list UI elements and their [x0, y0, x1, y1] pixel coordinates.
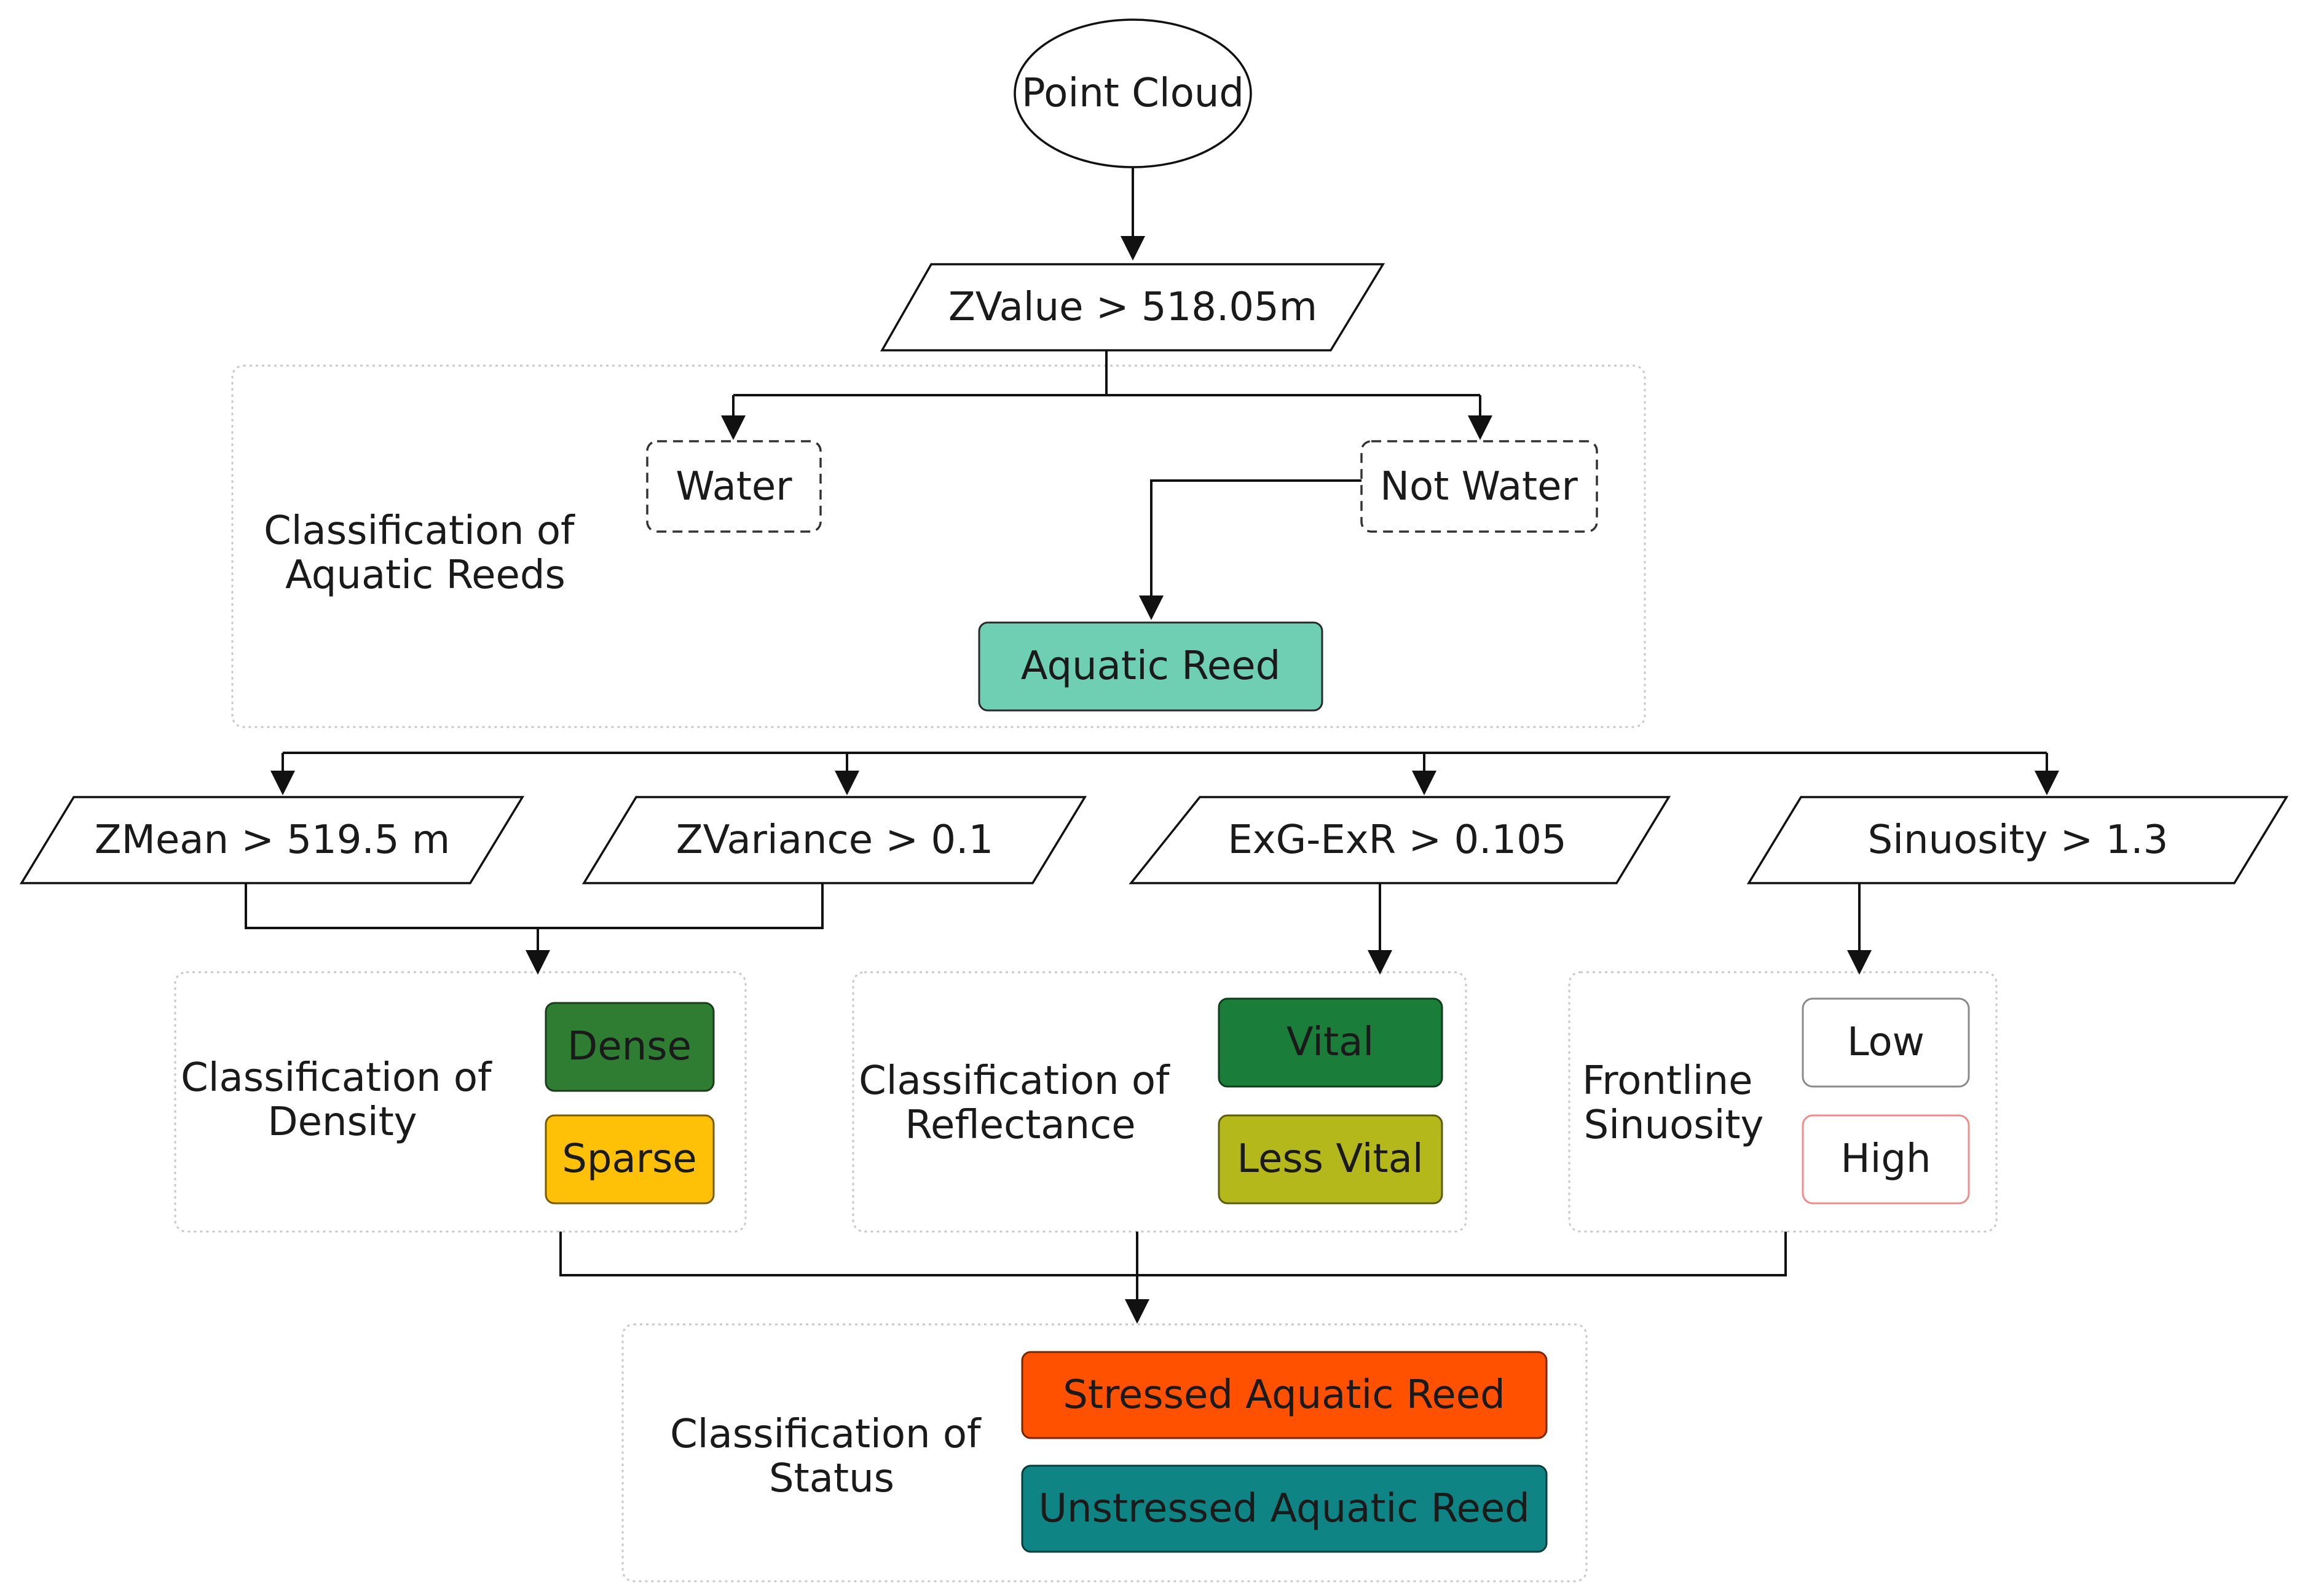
class-stressed-box — [1021, 1351, 1548, 1439]
edge-notwater-aquaticreed — [1139, 479, 1361, 620]
decision-zvalue-shape — [880, 263, 1385, 352]
class-less-vital-box — [1218, 1114, 1443, 1205]
group-density-label: Classification of Density — [181, 1055, 504, 1145]
class-aquatic-reed-box — [978, 621, 1323, 712]
decision-exgexr-shape — [1129, 796, 1671, 884]
class-sparse-label: Sparse — [562, 1136, 697, 1182]
decision-zvariance-shape — [581, 796, 1087, 884]
group-sinuosity-label: Frontline Sinuosity — [1582, 1058, 1765, 1148]
group-status-label: Classification of Status — [670, 1412, 993, 1501]
group-aquatic-reeds-label: Classification of Aquatic Reeds — [264, 508, 587, 598]
group-reflectance-label: Classification of Reflectance — [859, 1058, 1182, 1148]
class-stressed-label: Stressed Aquatic Reed — [1063, 1372, 1505, 1418]
class-high-label: High — [1840, 1136, 1931, 1182]
class-aquatic-reed-label: Aquatic Reed — [1021, 643, 1280, 689]
class-not-water-box — [1360, 440, 1598, 533]
class-low-box — [1802, 997, 1970, 1088]
class-not-water-label: Not Water — [1380, 464, 1578, 509]
class-low-label: Low — [1847, 1020, 1925, 1065]
decision-sinuosity-label: Sinuosity > 1.3 — [1868, 817, 2169, 863]
class-high-box — [1802, 1114, 1970, 1205]
decision-zvariance-label: ZVariance > 0.1 — [676, 817, 993, 863]
decision-sinuosity-shape — [1746, 796, 2289, 884]
start-node-ellipse — [1014, 18, 1252, 168]
class-dense-label: Dense — [567, 1024, 692, 1069]
class-unstressed-box — [1021, 1464, 1548, 1553]
edge-zvalue-split — [733, 350, 1480, 396]
class-vital-label: Vital — [1286, 1020, 1374, 1065]
decision-zmean-shape — [19, 796, 525, 884]
class-vital-box — [1218, 997, 1443, 1088]
class-less-vital-label: Less Vital — [1237, 1136, 1423, 1182]
class-water-label: Water — [676, 464, 792, 509]
class-sparse-box — [545, 1114, 715, 1205]
class-unstressed-label: Unstressed Aquatic Reed — [1038, 1486, 1530, 1531]
class-water-box — [646, 440, 822, 533]
edge-zmean-zvariance-merge — [245, 883, 824, 972]
decision-zmean-label: ZMean > 519.5 m — [95, 817, 450, 863]
start-node-label: Point Cloud — [1022, 71, 1244, 116]
decision-exgexr-label: ExG-ExR > 0.105 — [1227, 817, 1566, 863]
edge-to-status — [559, 1232, 1787, 1321]
decision-zvalue-label: ZValue > 518.05m — [948, 285, 1317, 330]
class-dense-box — [545, 1002, 715, 1092]
